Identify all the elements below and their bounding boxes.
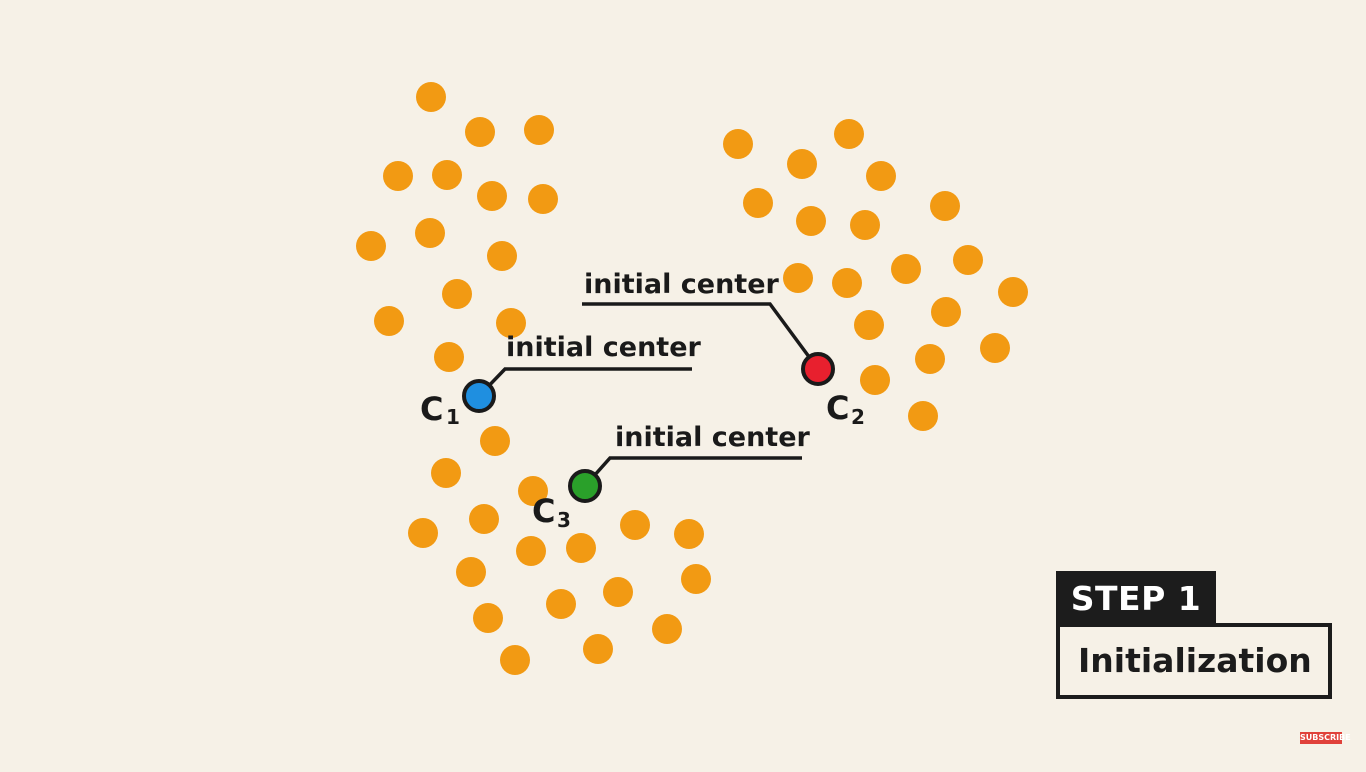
data-point [415, 218, 445, 248]
data-point [469, 504, 499, 534]
center-c2-annotation: initial center [582, 269, 820, 371]
data-point [356, 231, 386, 261]
data-point [783, 263, 813, 293]
c1-leader-line [478, 367, 692, 397]
data-point [383, 161, 413, 191]
data-point [891, 254, 921, 284]
c1-subscript: 1 [446, 405, 460, 429]
c1-letter: C [420, 390, 443, 428]
data-point [603, 577, 633, 607]
data-point [620, 510, 650, 540]
center-c1-annotation: initial center [478, 332, 702, 397]
c3-letter: C [532, 492, 555, 530]
center-c3-marker [568, 469, 602, 503]
data-point [546, 589, 576, 619]
data-point [374, 306, 404, 336]
center-c3-annotation: initial center [583, 422, 811, 488]
data-point [431, 458, 461, 488]
data-point [953, 245, 983, 275]
channel-watermark[interactable]: SUBSCRIBE [1300, 704, 1351, 744]
step-panel: Initialization STEP 1 [1056, 571, 1333, 699]
data-point [477, 181, 507, 211]
data-point [681, 564, 711, 594]
c1-initial-center-label: initial center [506, 332, 702, 363]
data-point [473, 603, 503, 633]
data-point [500, 645, 530, 675]
data-point [860, 365, 890, 395]
data-point [723, 129, 753, 159]
data-point [583, 634, 613, 664]
data-point [674, 519, 704, 549]
data-point [487, 241, 517, 271]
data-point [465, 117, 495, 147]
data-point [442, 279, 472, 309]
data-point [834, 119, 864, 149]
center-c3-name: C 3 [532, 492, 571, 532]
data-point [434, 342, 464, 372]
c3-leader-line [583, 456, 802, 488]
subscribe-button[interactable]: SUBSCRIBE [1300, 732, 1351, 744]
data-point [915, 344, 945, 374]
center-c1-marker [462, 379, 496, 413]
data-point [787, 149, 817, 179]
data-point [930, 191, 960, 221]
c2-leader-line [582, 302, 820, 371]
c2-subscript: 2 [851, 405, 865, 429]
data-point [850, 210, 880, 240]
data-point [743, 188, 773, 218]
data-point [796, 206, 826, 236]
c2-initial-center-label: initial center [584, 269, 780, 300]
data-point [518, 476, 548, 506]
data-point [524, 115, 554, 145]
data-point [998, 277, 1028, 307]
c3-initial-center-label: initial center [615, 422, 811, 453]
step-tab: STEP 1 [1056, 571, 1216, 627]
data-point [832, 268, 862, 298]
data-point [456, 557, 486, 587]
data-point [652, 614, 682, 644]
center-c1-name: C 1 [420, 390, 460, 429]
center-c2-marker [801, 352, 835, 386]
data-point [931, 297, 961, 327]
data-point [908, 401, 938, 431]
data-point [980, 333, 1010, 363]
step-title: Initialization [1056, 623, 1332, 699]
center-c2-name: C 2 [826, 389, 865, 429]
data-point [408, 518, 438, 548]
c2-letter: C [826, 389, 849, 427]
c3-subscript: 3 [557, 508, 571, 532]
data-point [854, 310, 884, 340]
data-point [480, 426, 510, 456]
data-point [416, 82, 446, 112]
data-point [566, 533, 596, 563]
data-points-group [356, 82, 1028, 675]
data-point [528, 184, 558, 214]
data-point [516, 536, 546, 566]
data-point [496, 308, 526, 338]
data-point [432, 160, 462, 190]
data-point [866, 161, 896, 191]
